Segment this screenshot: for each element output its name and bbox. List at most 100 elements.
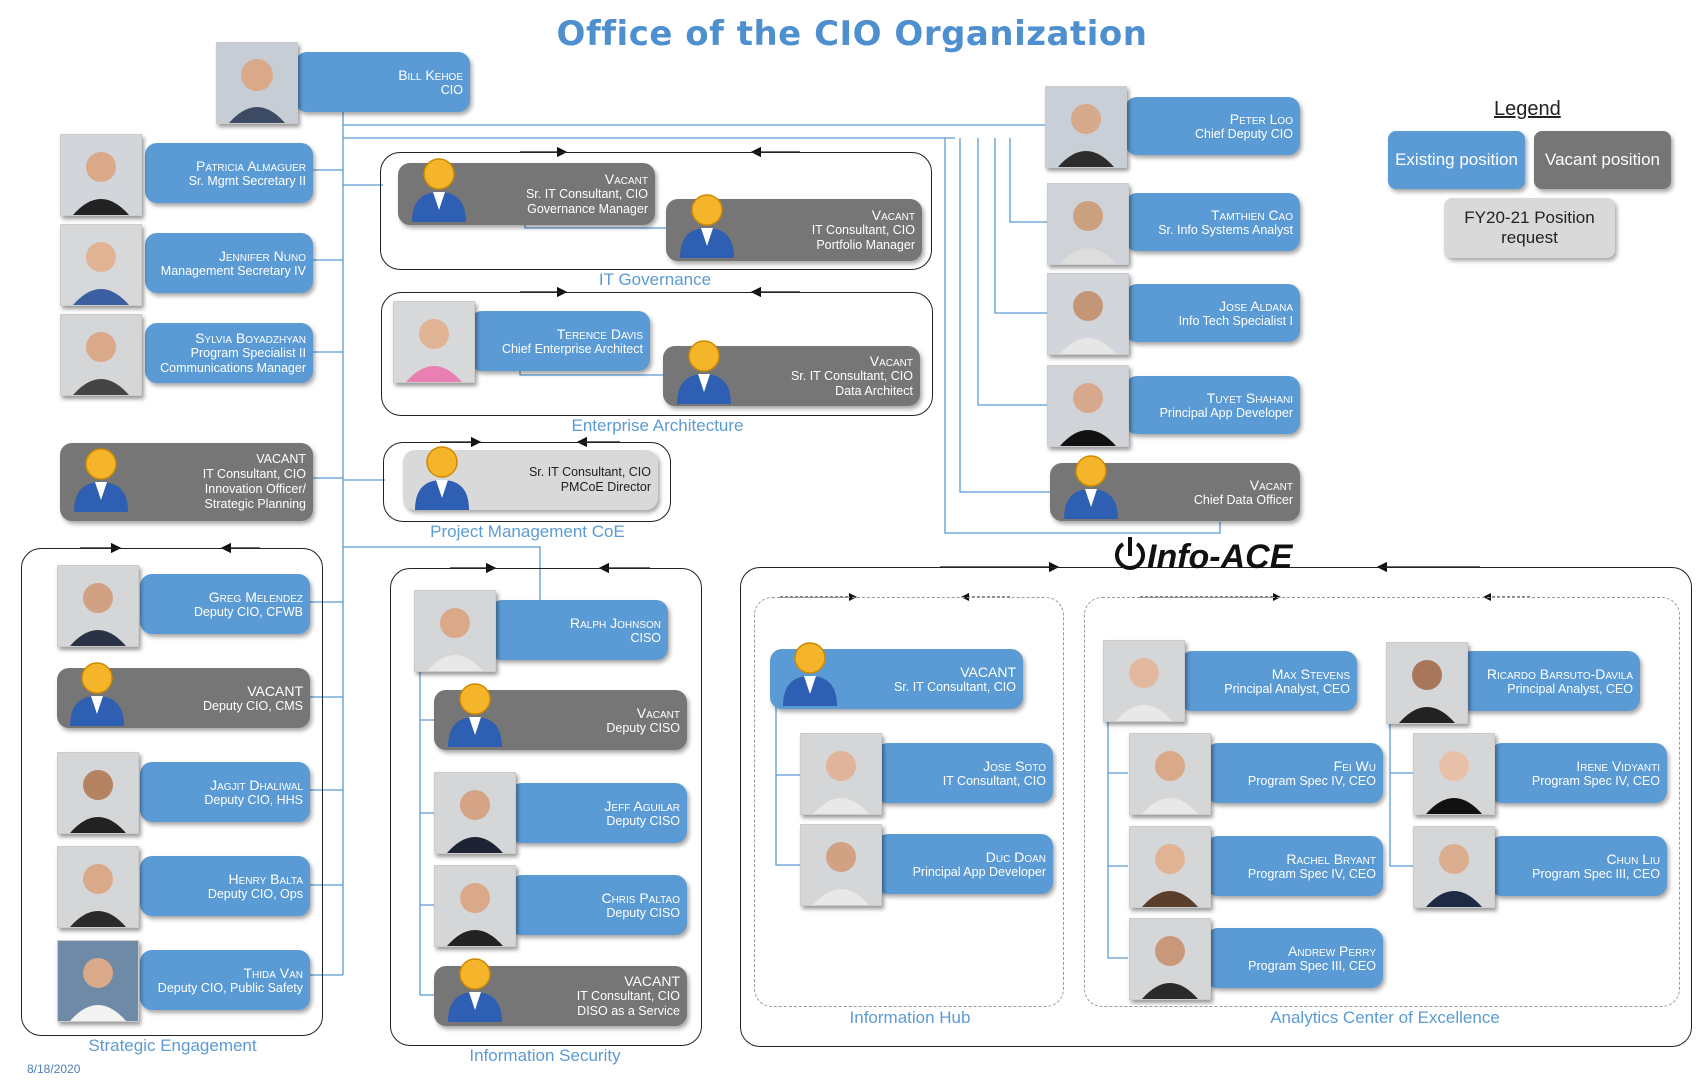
staff-card[interactable]: Thida Van Deputy CIO, Public Safety [140,950,310,1010]
photo-avatar [1045,86,1127,168]
staff-card[interactable]: Jagjit Dhaliwal Deputy CIO, HHS [140,762,310,822]
vacant-avatar-icon [70,662,124,726]
person-title: Program Specialist II Communications Man… [160,346,306,375]
person-name: Vacant [869,353,913,369]
person-title: Deputy CISO [606,905,680,920]
staff-card[interactable]: Henry Balta Deputy CIO, Ops [140,856,310,916]
staff-card[interactable]: Greg Melendez Deputy CIO, CFWB [140,574,310,634]
group-label: Information Security [469,1046,621,1065]
person-title: Management Secretary IV [160,263,306,278]
staff-card[interactable]: Jose Aldana Info Tech Specialist I [1125,284,1300,342]
staff-card[interactable]: Sylvia Boyadzhyan Program Specialist II … [145,323,313,383]
vacant-avatar-icon [680,194,734,258]
person-name: Andrew Perry [1288,942,1376,959]
staff-card[interactable]: Ricardo Barsuto-Davila Principal Analyst… [1460,651,1640,711]
staff-card[interactable]: Duc Doan Principal App Developer [876,834,1053,894]
staff-card[interactable]: Fei Wu Program Spec IV, CEO [1206,743,1383,803]
person-name: Irene Vidyanti [1576,757,1660,774]
cio-card[interactable]: Bill Kehoe CIO [295,52,470,112]
ciso-card[interactable]: Ralph Johnson CISO [490,600,668,660]
person-title: Sr. IT Consultant, CIO Data Architect [790,369,913,398]
photo-avatar [60,224,142,306]
group-label: IT Governance [598,270,712,289]
person-title: Deputy CISO [606,720,680,735]
photo-avatar [57,940,139,1022]
photo-avatar [1386,642,1468,724]
person-title: IT Consultant, CIO [942,773,1046,788]
staff-card[interactable]: Jeff Aguilar Deputy CISO [510,783,687,843]
photo-avatar [60,134,142,216]
staff-card[interactable]: Andrew Perry Program Spec III, CEO [1206,928,1383,988]
photo-avatar [1413,733,1495,815]
legend-request: FY20-21 Position request [1444,198,1615,258]
person-name: Rachel Bryant [1286,850,1376,867]
photo-avatar [434,772,516,854]
group-pmcoe [383,442,671,522]
vacant-avatar-icon [448,683,502,747]
staff-card[interactable]: Jose Soto IT Consultant, CIO [876,743,1053,803]
photo-avatar [1413,826,1495,908]
group-information-security [390,568,702,1046]
person-title: Sr. Info Systems Analyst [1158,222,1293,237]
person-title: Program Spec IV, CEO [1531,773,1660,788]
person-title: Principal App Developer [912,864,1046,879]
photo-avatar [414,590,496,672]
vacant-avatar-icon [74,448,128,512]
staff-card[interactable]: Max Stevens Principal Analyst, CEO [1180,651,1357,711]
group-label: Information Hub [849,1008,971,1027]
staff-card[interactable]: Tamthien Cao Sr. Info Systems Analyst [1125,193,1300,251]
power-icon [1115,537,1145,570]
person-name: Duc Doan [985,848,1046,865]
vacant-avatar-icon [677,340,731,404]
vacant-avatar-icon [1064,455,1118,519]
photo-avatar [1129,918,1211,1000]
person-name: Jose Aldana [1219,297,1293,314]
person-name: Henry Balta [228,870,303,887]
person-name: Thida Van [243,964,303,981]
person-name: VACANT [247,682,303,699]
person-name: Vacant [604,171,648,187]
group-label: Enterprise Architecture [571,416,744,435]
staff-card[interactable]: Chris Paltao Deputy CISO [510,875,687,935]
photo-avatar [1129,733,1211,815]
group-label: Strategic Engagement [88,1036,257,1055]
vacant-avatar-icon [412,158,466,222]
person-title: Chief Data Officer [1193,492,1293,507]
photo-avatar [57,565,139,647]
staff-card[interactable]: Terence Davis Chief Enterprise Architect [470,311,650,371]
person-name: Jennifer Nuno [218,247,306,264]
group-info-ace [740,567,1692,1047]
person-title: Deputy CIO, Public Safety [157,980,303,995]
person-title: Info Tech Specialist I [1178,313,1293,328]
staff-card[interactable]: Patricia Almaguer Sr. Mgmt Secretary II [145,143,313,203]
staff-card[interactable]: Irene Vidyanti Program Spec IV, CEO [1490,743,1667,803]
person-name: Ralph Johnson [569,614,661,631]
deputy-card[interactable]: Peter Loo Chief Deputy CIO [1125,97,1300,155]
vacant-avatar-icon [783,642,837,706]
staff-card[interactable]: Chun Liu Program Spec III, CEO [1490,836,1667,896]
group-analytics-coe [1084,597,1680,1007]
person-title: IT Consultant, CIO DISO as a Service [576,989,680,1018]
person-title: Deputy CISO [606,813,680,828]
person-title: CIO [440,82,463,97]
photo-avatar [1047,365,1129,447]
person-title: Deputy CIO, CFWB [193,604,303,619]
person-title: Chief Deputy CIO [1195,126,1293,141]
person-title: Deputy CIO, CMS [202,698,303,713]
person-name: Bill Kehoe [398,66,463,83]
person-name: Tamthien Cao [1211,206,1293,223]
photo-avatar [57,846,139,928]
person-name: Sylvia Boyadzhyan [195,330,306,346]
person-name: Greg Melendez [208,588,303,605]
vacant-avatar-icon [448,958,502,1022]
person-name: Jagjit Dhaliwal [210,776,303,793]
staff-card[interactable]: Rachel Bryant Program Spec IV, CEO [1206,836,1383,896]
person-name: Patricia Almaguer [196,157,306,174]
staff-card[interactable]: Jennifer Nuno Management Secretary IV [145,233,313,293]
photo-avatar [1103,640,1185,722]
photo-avatar [1047,183,1129,265]
legend-existing: Existing position [1388,131,1525,189]
photo-avatar [216,42,298,124]
staff-card[interactable]: Tuyet Shahani Principal App Developer [1125,376,1300,434]
